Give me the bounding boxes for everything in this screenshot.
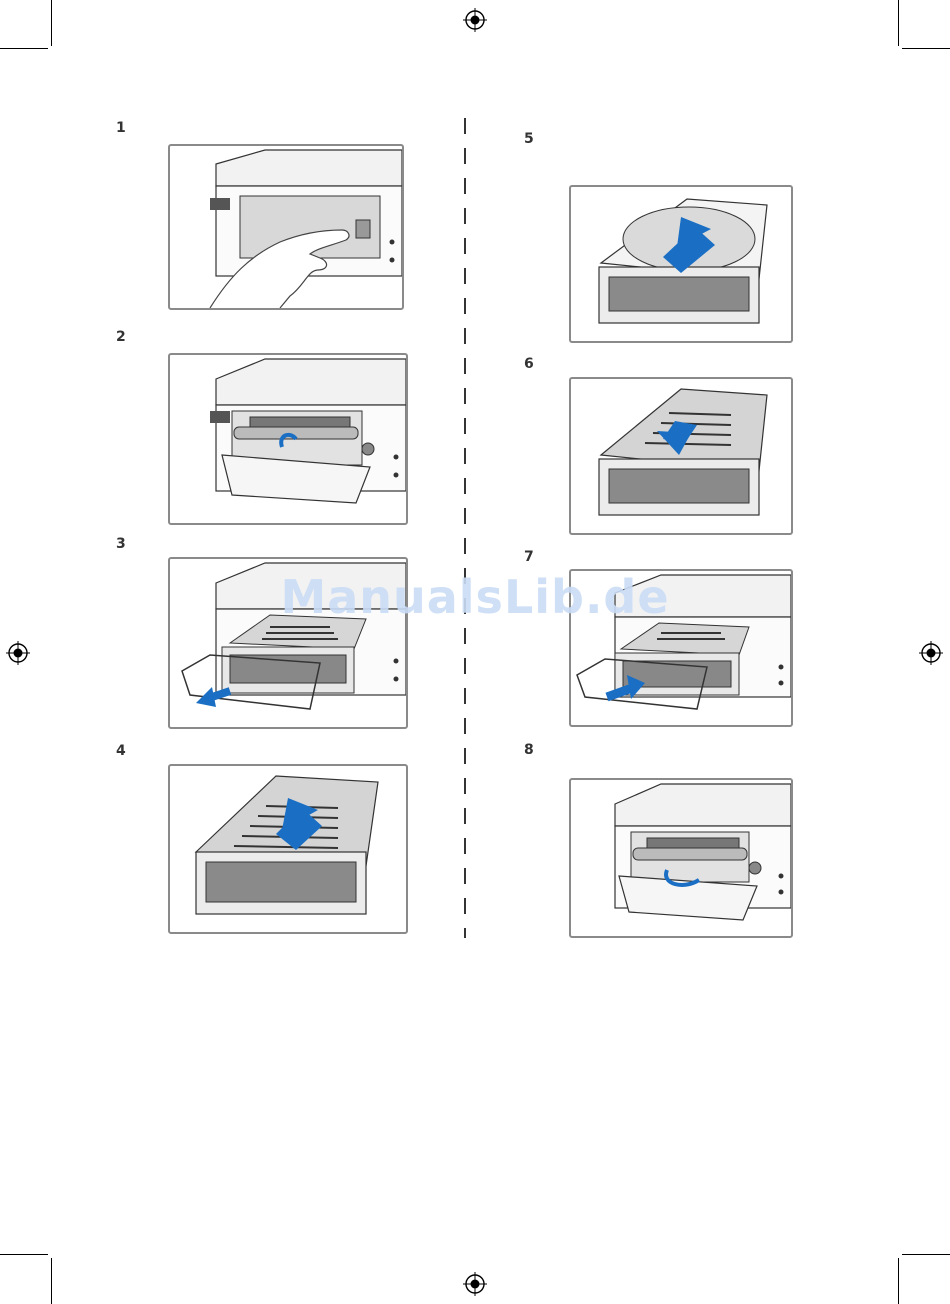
step-1-illustration	[168, 144, 404, 310]
column-divider	[464, 118, 466, 938]
step-number-4: 4	[116, 743, 126, 759]
step-number-7: 7	[524, 549, 534, 565]
crop-mark	[902, 48, 950, 49]
step-number-6: 6	[524, 356, 534, 372]
crop-mark	[51, 0, 52, 46]
registration-mark-icon	[463, 1272, 487, 1296]
step-6-illustration	[569, 377, 793, 535]
step-number-1: 1	[116, 120, 126, 136]
step-number-3: 3	[116, 536, 126, 552]
step-number-5: 5	[524, 131, 534, 147]
step-2-illustration	[168, 353, 408, 525]
crop-mark	[0, 1254, 48, 1255]
registration-mark-icon	[463, 8, 487, 32]
crop-mark	[51, 1258, 52, 1304]
step-number-8: 8	[524, 742, 534, 758]
crop-mark	[898, 0, 899, 46]
crop-mark	[902, 1254, 950, 1255]
registration-mark-icon	[6, 641, 30, 665]
step-5-illustration	[569, 185, 793, 343]
watermark: ManualsLib.de	[0, 570, 950, 624]
crop-mark	[898, 1258, 899, 1304]
step-number-2: 2	[116, 329, 126, 345]
step-4-illustration	[168, 764, 408, 934]
step-8-illustration	[569, 778, 793, 938]
registration-mark-icon	[919, 641, 943, 665]
crop-mark	[0, 48, 48, 49]
